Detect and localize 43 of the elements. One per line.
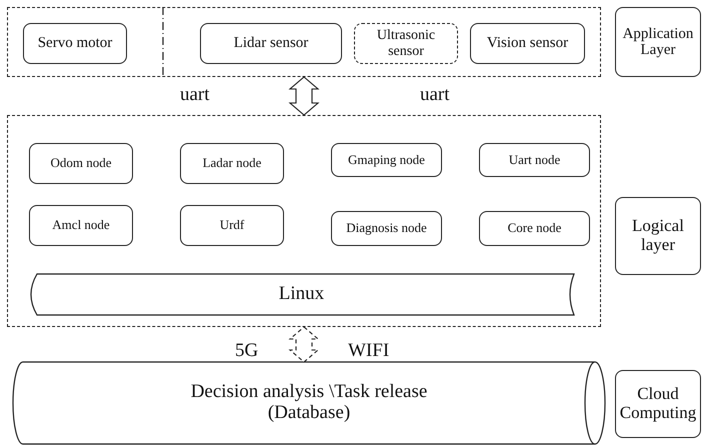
rounded-box <box>479 211 590 246</box>
node-label: Amcl node <box>52 218 110 233</box>
dashed-group-frame <box>7 115 601 327</box>
node-label: Cloud Computing <box>618 385 698 423</box>
node-label: Ladar node <box>202 156 262 171</box>
connection-label: uart <box>420 84 450 106</box>
node-label: Servo motor <box>38 35 112 52</box>
node-label: Urdf <box>220 218 244 233</box>
rounded-box <box>29 205 133 246</box>
node-label: Logical layer <box>631 217 685 255</box>
dashed-group-frame <box>7 7 601 77</box>
node-label: Linux <box>278 284 324 305</box>
rounded-box <box>331 143 442 177</box>
rounded-box <box>180 143 284 184</box>
node-label: Application Layer <box>622 26 694 58</box>
node-label: Decision analysis \Task release <box>190 382 428 403</box>
node-label: Lidar sensor <box>234 35 308 52</box>
connection-label: WIFI <box>348 340 390 362</box>
connection-label: uart <box>180 84 210 106</box>
rounded-box <box>615 7 701 77</box>
rounded-box <box>23 23 127 64</box>
banner-shape <box>29 274 574 315</box>
cylinder-shape <box>13 362 605 444</box>
rounded-box <box>29 143 133 184</box>
node-label: (Database) <box>268 403 350 424</box>
double-block-arrow <box>288 76 320 116</box>
connection-label: 5G <box>235 340 258 362</box>
dashed-rounded-box <box>354 23 458 64</box>
rounded-box <box>615 370 701 438</box>
node-label: Gmaping node <box>348 152 425 168</box>
rounded-box <box>200 23 342 64</box>
node-label: Ultrasonic sensor <box>376 28 436 59</box>
node-label: Uart node <box>508 152 560 168</box>
rounded-box <box>180 205 284 246</box>
node-label: Odom node <box>50 156 112 171</box>
rounded-box <box>331 211 442 246</box>
rounded-box <box>479 143 590 177</box>
node-label: Diagnosis node <box>346 221 427 236</box>
node-label: Vision sensor <box>486 35 568 52</box>
double-block-arrow <box>288 326 320 363</box>
rounded-box <box>470 23 585 64</box>
rounded-box <box>615 197 701 275</box>
node-label: Core node <box>508 221 562 236</box>
